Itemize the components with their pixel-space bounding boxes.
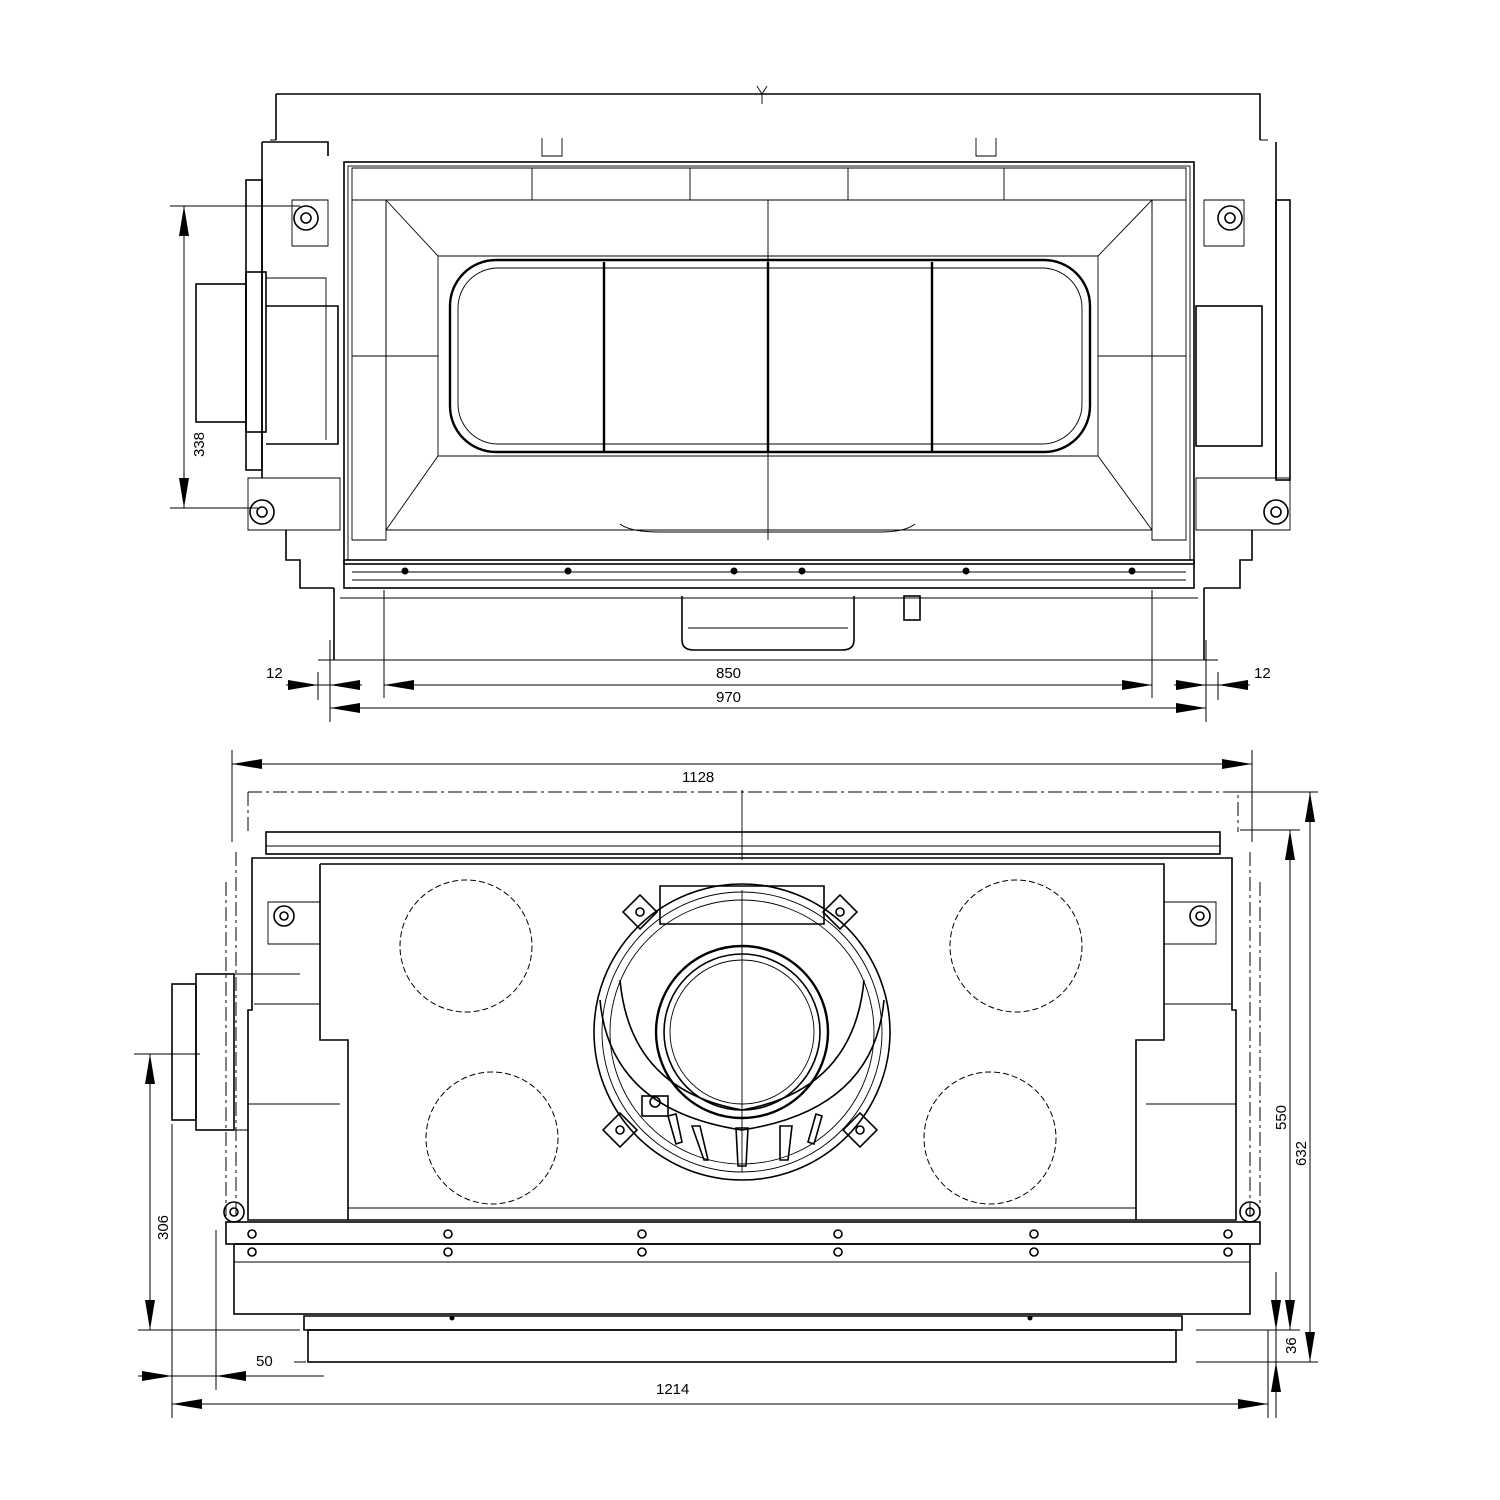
burner-circle-bottom-right [923, 1071, 1057, 1205]
burner-circle-top-right [949, 879, 1083, 1013]
front-frame [225, 1221, 1261, 1245]
front-view [195, 85, 1291, 660]
right-flue-pipe [1195, 305, 1263, 447]
ash-tray [681, 596, 855, 651]
top-hood [275, 93, 1261, 140]
left-flue-pipe [195, 283, 247, 423]
left-refractory [351, 199, 387, 541]
inner-firebox-plan [319, 863, 1165, 1220]
glass-frame [303, 1315, 1183, 1331]
dim-12-left: 12 [266, 665, 283, 682]
front-panel [233, 1243, 1251, 1315]
top-refractory [351, 167, 1187, 201]
dim-12-right: 12 [1254, 665, 1271, 682]
dim-550: 550 [1273, 1105, 1290, 1130]
central-flue [593, 883, 891, 1181]
right-refractory [1151, 199, 1187, 541]
dim-36: 36 [1283, 1337, 1300, 1354]
base-frame [333, 588, 1205, 660]
left-spigot [171, 983, 197, 1121]
dim-850: 850 [716, 665, 741, 682]
plan-dimensions: 1128 550 632 36 306 50 [134, 750, 1318, 1418]
top-rail [265, 831, 1221, 855]
bottom-sill [343, 559, 1195, 589]
outer-envelope [247, 791, 1239, 832]
plan-view [171, 790, 1261, 1363]
front-dimensions: 338 12 850 12 970 [170, 205, 1271, 722]
dim-50: 50 [256, 1353, 273, 1370]
burner-circle-bottom-left [425, 1071, 559, 1205]
dim-338: 338 [191, 432, 208, 457]
left-casing [261, 141, 329, 478]
dim-632: 632 [1293, 1141, 1310, 1166]
burner-circle-top-left [399, 879, 533, 1013]
glass-window [448, 258, 1092, 454]
plan-body [247, 857, 1237, 1221]
dim-306: 306 [155, 1215, 172, 1240]
glass-panel [307, 1329, 1177, 1363]
firebox-outline [343, 161, 1195, 565]
dim-970: 970 [716, 689, 741, 706]
dim-1128: 1128 [682, 769, 714, 786]
dim-1214: 1214 [656, 1381, 689, 1398]
